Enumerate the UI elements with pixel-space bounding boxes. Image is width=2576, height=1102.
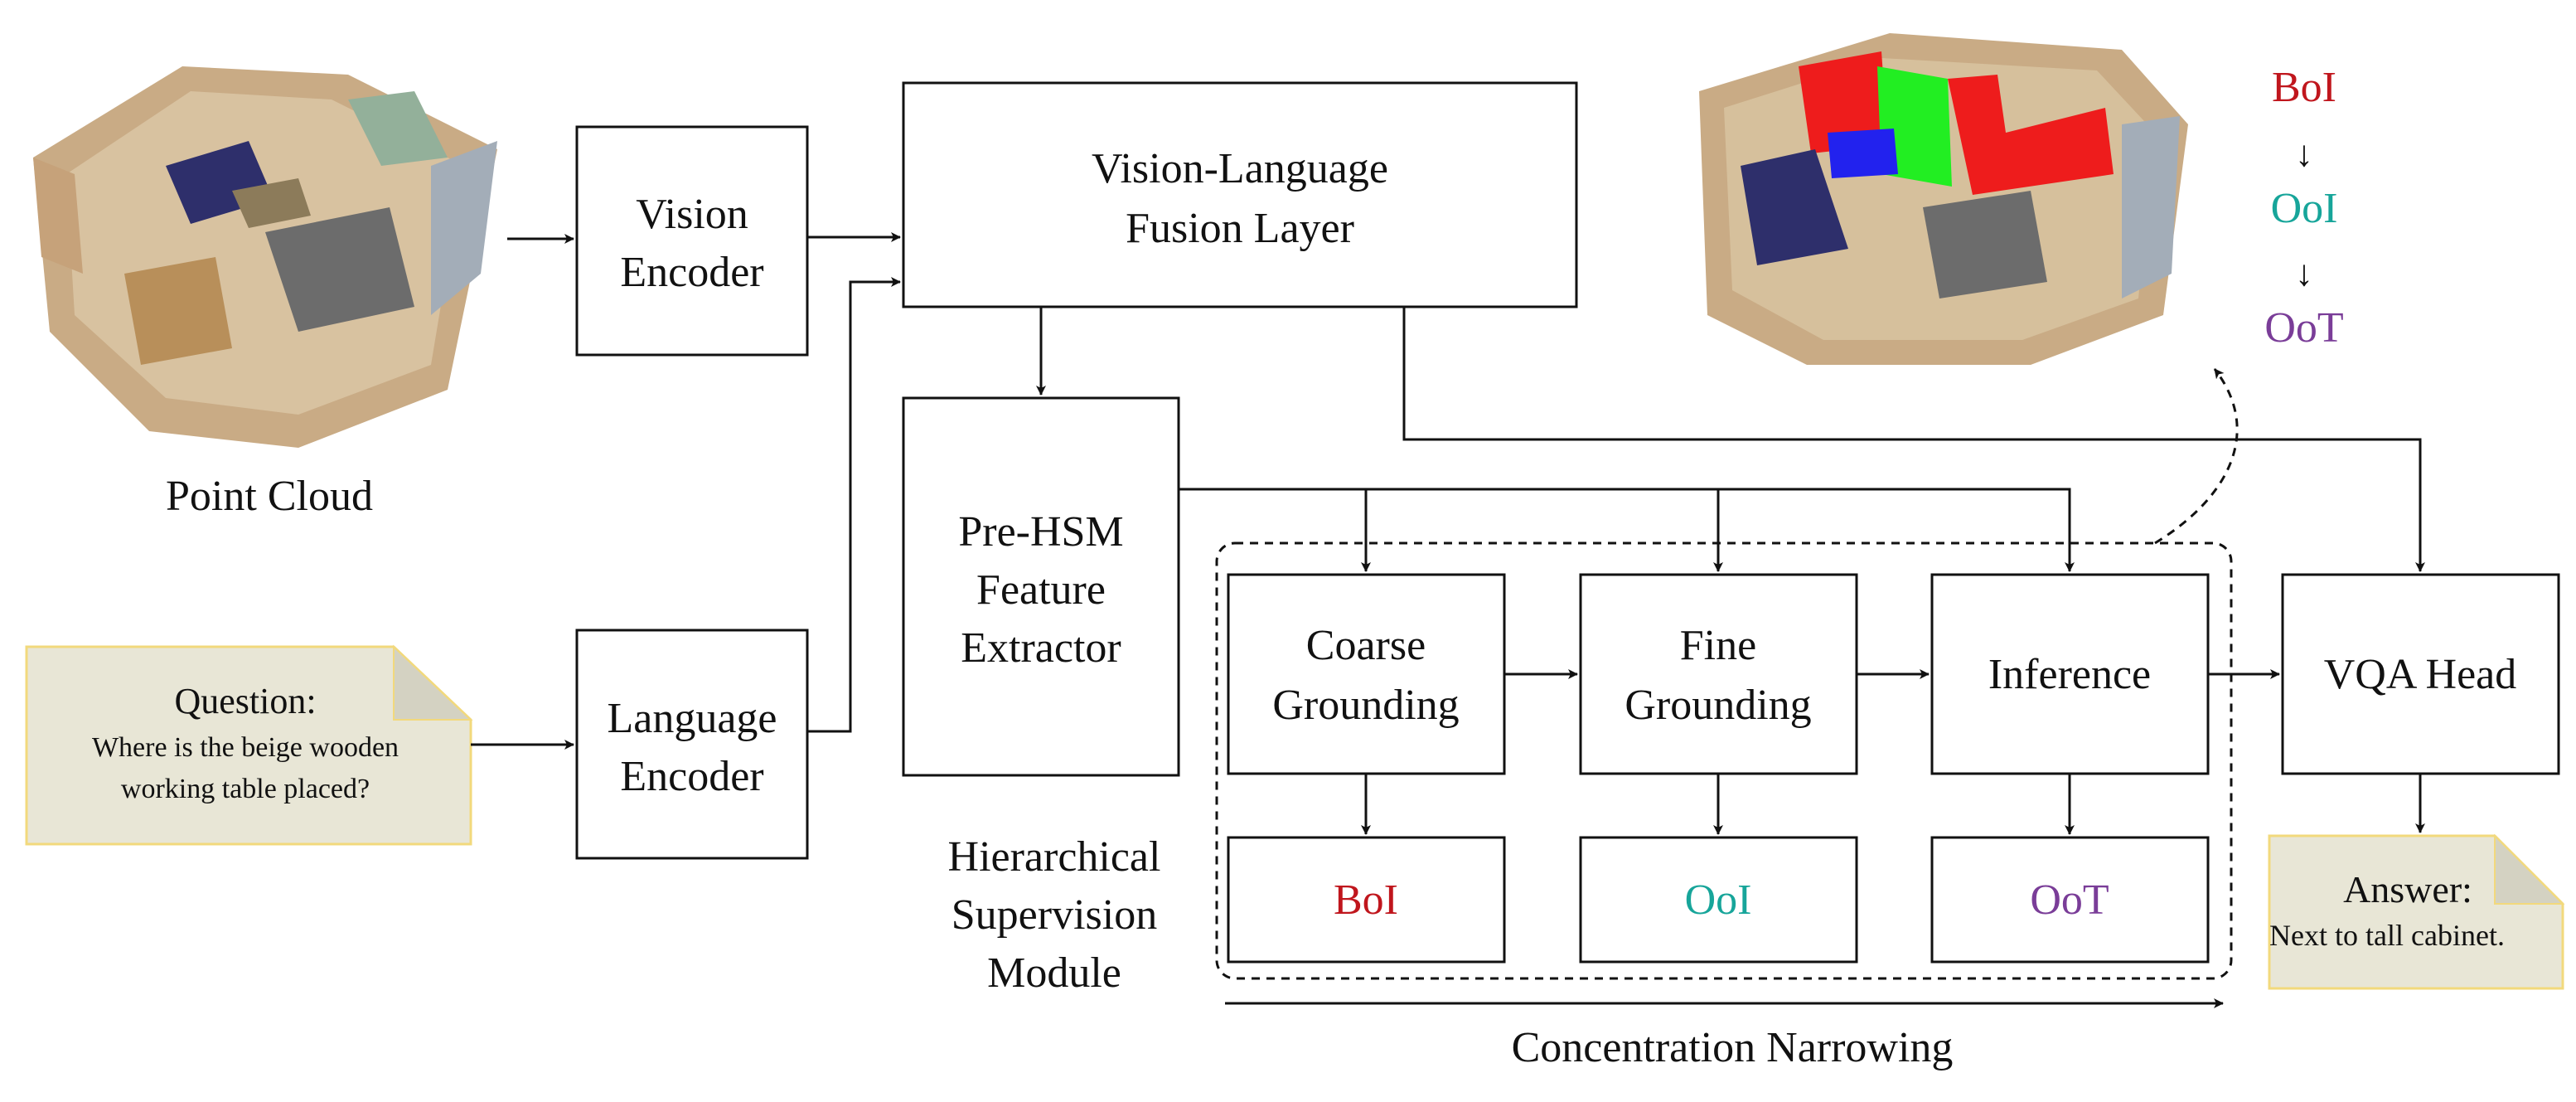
vqa-head-label: VQA Head — [2324, 651, 2517, 698]
coarse-grounding-line-1: Coarse — [1306, 622, 1426, 669]
point-cloud-image — [33, 66, 497, 448]
hsm-label-line-3: Module — [987, 949, 1121, 997]
boi-box — [1227, 836, 1506, 964]
answer-text: Next to tall cabinet. — [2269, 919, 2505, 952]
point-cloud-label: Point Cloud — [166, 473, 373, 520]
segmented-point-cloud-image — [1699, 33, 2188, 365]
legend-arrow-1: ↓ — [2295, 134, 2313, 174]
coarse-grounding-line-2: Grounding — [1272, 682, 1459, 729]
ooi-box — [1579, 836, 1858, 964]
fine-grounding-line-2: Grounding — [1625, 682, 1811, 729]
boi-label: BoI — [1334, 876, 1398, 924]
question-line-1: Where is the beige wooden — [92, 732, 399, 763]
vision-encoder-line-2: Encoder — [620, 249, 763, 296]
ooi-label: OoI — [1685, 876, 1752, 924]
arrow-fusion-to-vqa — [1402, 307, 2425, 572]
question-title: Question: — [174, 681, 316, 721]
language-encoder-line-2: Encoder — [620, 753, 763, 800]
pre-hsm-line-1: Pre-HSM — [958, 508, 1123, 556]
oot-box — [1930, 836, 2210, 964]
language-encoder-box — [575, 629, 809, 860]
question-line-2: working table placed? — [121, 774, 370, 804]
answer-note — [2268, 833, 2565, 990]
hsm-label-line-1: Hierarchical — [948, 833, 1161, 881]
fusion-layer-line-2: Fusion Layer — [1126, 205, 1354, 252]
fine-grounding-line-1: Fine — [1680, 622, 1756, 669]
pre-hsm-line-2: Feature — [976, 566, 1106, 614]
pre-hsm-line-3: Extractor — [961, 624, 1121, 672]
concentration-narrowing-label: Concentration Narrowing — [1512, 1024, 1954, 1071]
hsm-label-line-2: Supervision — [951, 891, 1157, 939]
fusion-layer-line-1: Vision-Language — [1092, 145, 1388, 192]
oot-label: OoT — [2030, 876, 2109, 924]
fine-grounding-box — [1579, 573, 1858, 775]
arrow-prehsm-to-inference — [1179, 488, 2075, 572]
language-encoder-line-1: Language — [607, 695, 777, 742]
legend-ooi: OoI — [2271, 185, 2338, 232]
question-note — [25, 644, 473, 846]
vision-encoder-box — [575, 125, 809, 357]
inference-box — [1930, 573, 2210, 775]
inference-label: Inference — [1988, 651, 2151, 698]
arrow-language-to-fusion — [807, 277, 901, 733]
vqa-head-box — [2281, 573, 2560, 775]
answer-title: Answer: — [2343, 868, 2472, 910]
dashed-arrow-hsm-to-segmentation — [2154, 368, 2239, 545]
fusion-layer-box — [902, 81, 1578, 308]
coarse-grounding-box — [1227, 573, 1506, 775]
legend-boi: BoI — [2272, 64, 2336, 111]
legend-arrow-2: ↓ — [2295, 253, 2313, 294]
vision-encoder-line-1: Vision — [636, 191, 748, 238]
pre-hsm-box — [902, 396, 1180, 777]
legend-oot: OoT — [2264, 304, 2343, 352]
